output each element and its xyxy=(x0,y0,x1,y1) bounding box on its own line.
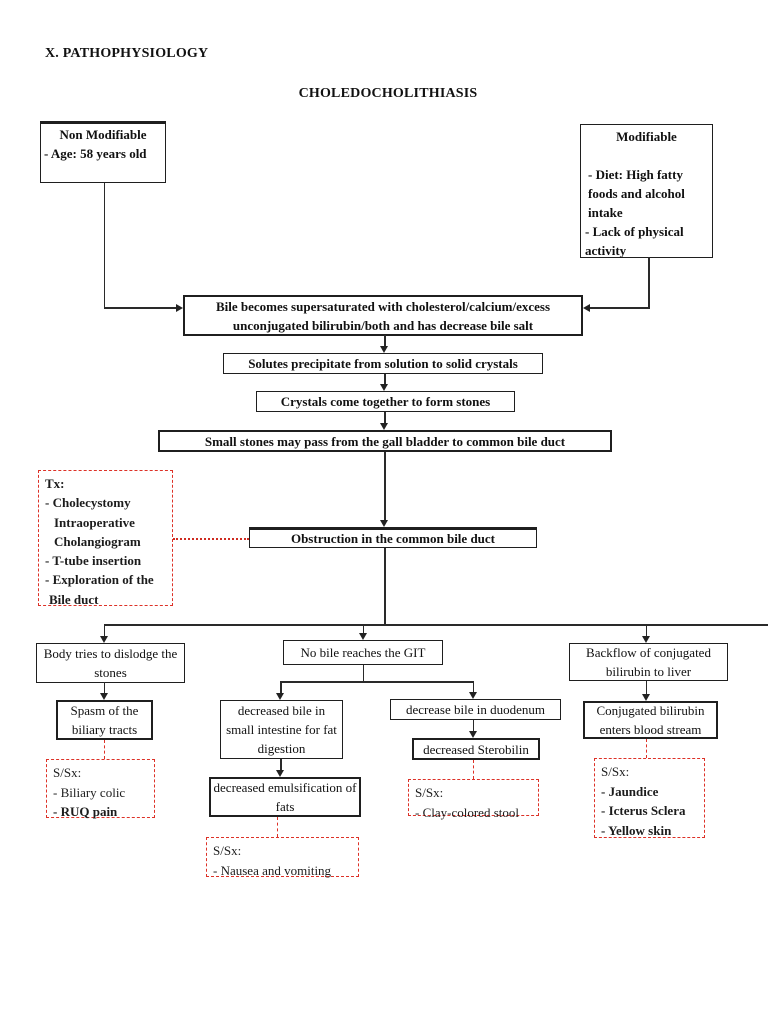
connector-line xyxy=(472,720,474,732)
ssx-title: S/Sx: xyxy=(601,764,630,779)
modifiable-box: Modifiable - Diet: High fatty foods and … xyxy=(580,124,713,258)
connector-line xyxy=(645,624,647,637)
obstruction-box: Obstruction in the common bile duct xyxy=(249,527,537,548)
backflow-cause-box: Backflow of conjugated bilirubin to live… xyxy=(569,643,728,681)
dislodge-ssx-box: S/Sx: - Biliary colic - RUQ pain xyxy=(46,759,155,819)
connector-line xyxy=(384,412,386,424)
decreased-bile-small-intestine-box: decreased bile in small intestine for fa… xyxy=(220,700,343,759)
ssx-connector-line xyxy=(103,740,105,759)
jaundice-ssx-box: S/Sx: - Jaundice - Icterus Sclera - Yell… xyxy=(594,758,705,838)
connector-line xyxy=(280,681,282,694)
decreased-emulsification-box: decreased emulsification of fats xyxy=(209,777,361,817)
connector-line xyxy=(384,335,386,347)
ssx-item: - Biliary colic xyxy=(53,784,126,800)
supersaturation-box: Bile becomes supersaturated with cholest… xyxy=(183,295,583,336)
ssx-title: S/Sx: xyxy=(53,765,82,780)
non-modifiable-box: Non Modifiable - Age: 58 years old xyxy=(40,121,166,183)
treatment-line: Intraoperative xyxy=(54,514,135,530)
clay-stool-ssx-box: S/Sx: - Clay-colored stool xyxy=(408,779,539,820)
arrowhead-icon xyxy=(380,520,388,527)
ssx-item: - RUQ pain xyxy=(53,804,118,819)
connector-line xyxy=(590,307,650,309)
arrowhead-icon xyxy=(276,770,284,777)
arrowhead-icon xyxy=(468,692,477,699)
connector-line xyxy=(472,681,474,693)
connector-line xyxy=(104,307,176,309)
arrowhead-icon xyxy=(641,636,650,643)
ssx-connector-line xyxy=(472,760,474,779)
arrowhead-icon xyxy=(176,303,183,312)
conjugated-bilirubin-box: Conjugated bilirubin enters blood stream xyxy=(583,701,718,739)
treatment-box: Tx: - Cholecystomy Intraoperative Cholan… xyxy=(38,470,173,607)
connector-line xyxy=(384,452,386,521)
arrowhead-icon xyxy=(99,693,108,700)
page-title: X. PATHOPHYSIOLOGY xyxy=(45,46,209,61)
spasm-box: Spasm of the biliary tracts xyxy=(56,700,153,740)
ssx-connector-line xyxy=(276,817,278,837)
nausea-ssx-box: S/Sx: - Nausea and vomiting xyxy=(206,837,359,878)
stone-passage-box: Small stones may pass from the gall blad… xyxy=(158,430,612,452)
decreased-sterobilin-box: decreased Sterobilin xyxy=(412,738,540,760)
connector-line xyxy=(645,681,647,694)
treatment-title: Tx: xyxy=(45,476,65,491)
modifiable-title: Modifiable xyxy=(616,129,677,144)
connector-line xyxy=(648,257,650,308)
arrowhead-icon xyxy=(380,346,388,353)
modifiable-item-activity: - Lack of physical activity xyxy=(585,224,684,258)
arrowhead-icon xyxy=(380,423,388,430)
arrowhead-icon xyxy=(380,384,388,391)
treatment-line: - Cholecystomy xyxy=(45,495,131,511)
ssx-title: S/Sx: xyxy=(415,785,444,800)
dislodge-cause-box: Body tries to dislodge the stones xyxy=(36,643,185,683)
arrowhead-icon xyxy=(358,633,367,640)
arrowhead-icon xyxy=(641,694,650,701)
branch-line xyxy=(103,624,768,626)
treatment-line: Cholangiogram xyxy=(54,533,141,549)
treatment-line: - T-tube insertion xyxy=(45,553,142,569)
ssx-item: - Icterus Sclera xyxy=(601,803,686,818)
treatment-line: - Exploration of the xyxy=(45,572,154,588)
non-modifiable-title: Non Modifiable xyxy=(59,127,147,142)
arrowhead-icon xyxy=(468,731,477,738)
non-modifiable-item: - Age: 58 years old xyxy=(44,146,147,161)
connector-line xyxy=(103,682,105,694)
connector-line xyxy=(103,624,105,637)
connector-line xyxy=(280,759,282,770)
arrowhead-icon xyxy=(583,303,590,312)
ssx-item: - Jaundice xyxy=(601,783,659,799)
ssx-item: - Nausea and vomiting xyxy=(213,862,332,878)
ssx-item: - Yellow skin xyxy=(601,822,672,838)
connector-line xyxy=(280,681,474,683)
treatment-line: Bile duct xyxy=(49,591,99,607)
precipitation-box: Solutes precipitate from solution to sol… xyxy=(223,353,543,374)
modifiable-item-diet: - Diet: High fatty foods and alcohol int… xyxy=(588,167,685,220)
arrowhead-icon xyxy=(99,636,108,643)
ssx-item: - Clay-colored stool xyxy=(415,804,519,820)
decrease-bile-duodenum-box: decrease bile in duodenum xyxy=(390,699,561,720)
connector-line xyxy=(384,548,386,626)
diagram-title: CHOLEDOCHOLITHIASIS xyxy=(298,86,478,101)
no-bile-git-box: No bile reaches the GIT xyxy=(283,640,443,665)
connector-line xyxy=(384,374,386,385)
connector-line xyxy=(103,183,105,308)
ssx-connector-line xyxy=(645,739,647,758)
stone-formation-box: Crystals come together to form stones xyxy=(256,391,515,412)
treatment-connector-line xyxy=(173,538,249,540)
ssx-title: S/Sx: xyxy=(213,843,242,858)
connector-line xyxy=(362,624,364,634)
arrowhead-icon xyxy=(276,693,284,700)
connector-line xyxy=(362,665,364,682)
